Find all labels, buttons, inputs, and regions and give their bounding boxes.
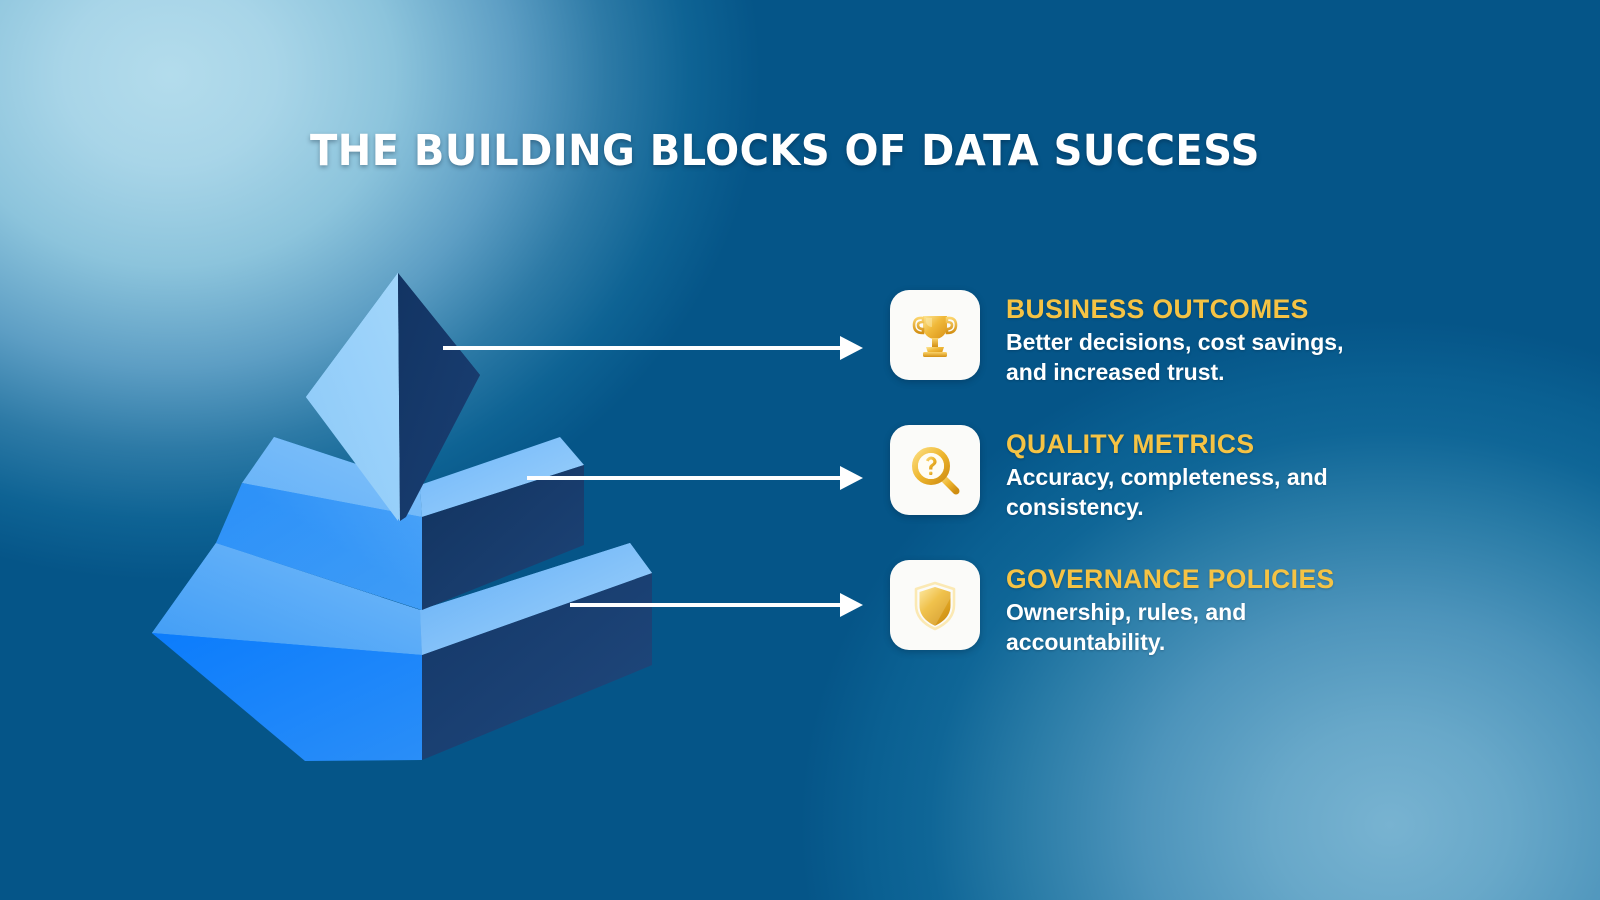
item-text: BUSINESS OUTCOMES Better decisions, cost… xyxy=(1006,290,1343,388)
shield-icon-card xyxy=(890,559,980,650)
item-heading: BUSINESS OUTCOMES xyxy=(1006,294,1309,324)
item-heading: QUALITY METRICS xyxy=(1006,428,1255,459)
pyramid-tier-bottom xyxy=(152,543,652,761)
pyramid-graphic xyxy=(152,273,652,761)
item-body: Better decisions, cost savings, and incr… xyxy=(1006,328,1344,386)
list-item[interactable]: GOVERNANCE POLICIES Ownership, rules, an… xyxy=(890,559,1550,658)
item-body: Accuracy, completeness, and consistency. xyxy=(1006,463,1328,521)
item-text: GOVERNANCE POLICIES Ownership, rules, an… xyxy=(1006,560,1335,658)
magnifying-glass-question-icon-card xyxy=(890,424,980,515)
trophy-icon xyxy=(912,316,958,357)
magnifying-glass-question-icon xyxy=(912,446,960,495)
trophy-icon-card xyxy=(890,290,980,380)
pyramid-tier-top xyxy=(306,273,480,521)
item-body: Ownership, rules, and accountability. xyxy=(1006,598,1247,656)
item-list: BUSINESS OUTCOMES Better decisions, cost… xyxy=(890,290,1550,695)
shield-icon xyxy=(914,581,956,631)
item-heading: GOVERNANCE POLICIES xyxy=(1006,563,1335,594)
page-title: THE BUILDING BLOCKS OF DATA SUCCESS xyxy=(310,126,1260,176)
list-item[interactable]: BUSINESS OUTCOMES Better decisions, cost… xyxy=(890,290,1550,388)
item-text: QUALITY METRICS Accuracy, completeness, … xyxy=(1006,425,1328,523)
list-item[interactable]: QUALITY METRICS Accuracy, completeness, … xyxy=(890,424,1550,523)
